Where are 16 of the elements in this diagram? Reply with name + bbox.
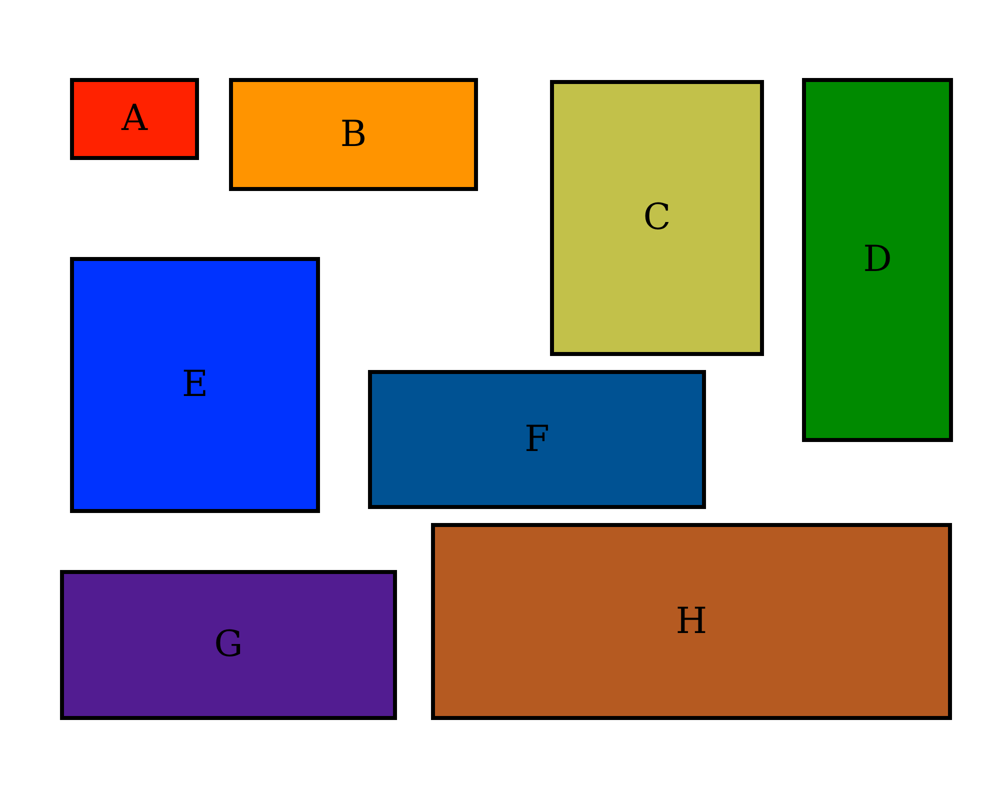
rectangle-block [550,80,764,356]
block-letter: G [214,627,243,663]
block-letter: D [863,242,892,278]
rectangle-block [368,370,706,509]
rectangle-block [431,523,952,720]
block-letter: B [340,116,367,152]
block-letter: H [676,604,708,640]
block-letter: A [122,101,148,137]
rectangle-block [229,78,478,191]
rectangle-block [70,257,320,513]
rectangle-block [802,78,953,442]
block-letter: F [524,422,550,458]
rectangle-block [60,570,397,720]
block-letter: C [643,200,671,236]
rectangle-block [70,78,199,160]
block-letter: E [182,367,208,403]
